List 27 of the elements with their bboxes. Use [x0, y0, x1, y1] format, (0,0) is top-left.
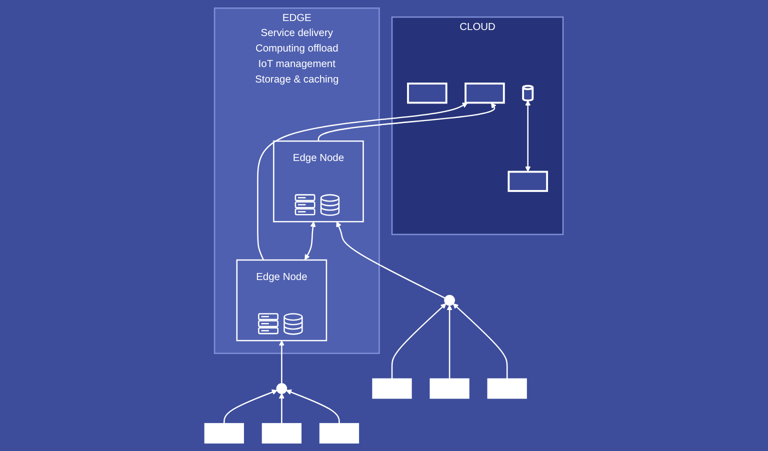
arrow [224, 390, 278, 424]
arrow [257, 102, 468, 260]
arrow [336, 221, 446, 299]
device-tower [430, 378, 470, 399]
arrow [278, 393, 284, 424]
arrow [286, 390, 340, 424]
arrow [452, 303, 508, 379]
arrow [278, 340, 284, 384]
server-rack [407, 82, 448, 104]
arrow [525, 100, 531, 172]
arrow [304, 221, 316, 260]
edge-node-box: Edge Node [236, 259, 328, 342]
device-tower [372, 378, 412, 399]
device-tower [487, 378, 527, 399]
device-tower [319, 423, 360, 444]
device-tower [204, 423, 244, 444]
antenna-node [444, 294, 455, 306]
arrow [391, 303, 446, 379]
server-rack [464, 82, 505, 104]
antenna-node [276, 383, 288, 394]
server-rack [508, 170, 548, 192]
layer-band: CLOUD [391, 16, 564, 236]
device-tower [262, 423, 302, 444]
arrow [446, 304, 452, 379]
edge-node-box: Edge Node [273, 140, 364, 222]
arrow [318, 102, 496, 142]
database-cylinder [522, 84, 534, 102]
